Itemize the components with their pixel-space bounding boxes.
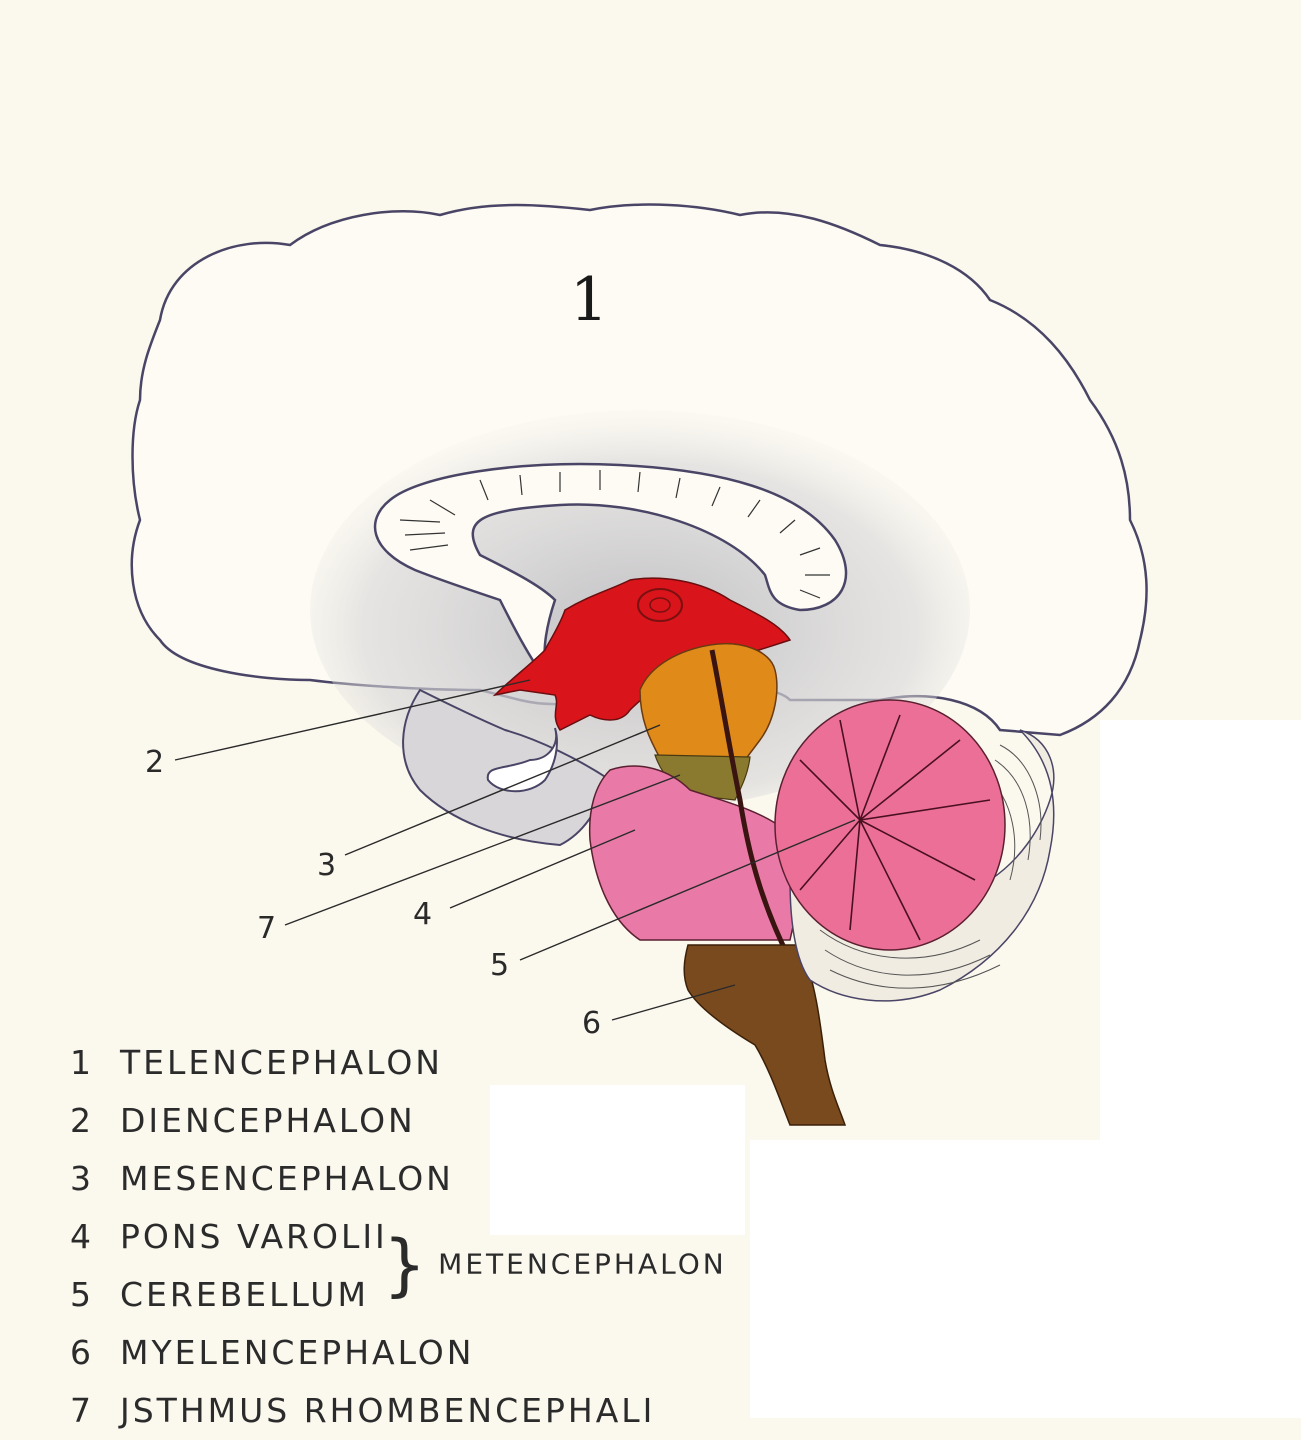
thalamus-marking [637, 588, 683, 622]
telencephalon-number: 1 [570, 265, 608, 335]
metencephalon-group-label: } METENCEPHALON [383, 1226, 727, 1305]
callosum-fibers [399, 470, 830, 599]
callout-number-cerebellum: 5 [490, 948, 509, 983]
callout-number-diencephalon: 2 [145, 745, 164, 780]
callout-number-isthmus: 7 [257, 911, 276, 946]
mesencephalon-shape [639, 643, 778, 761]
paper-patch [490, 1085, 745, 1235]
brace-icon: } [383, 1226, 427, 1305]
callout-number-pons: 4 [413, 897, 432, 932]
paper-patch [1100, 720, 1301, 1140]
paper-patch [750, 1140, 1301, 1418]
leader-lines [174, 679, 856, 1021]
callout-number-myelencephalon: 6 [582, 1006, 601, 1041]
myelencephalon-shape [683, 944, 847, 1126]
isthmus-shape [654, 754, 751, 801]
folia-lines [819, 744, 1042, 989]
cerebellum-shape [774, 699, 1006, 951]
corpus-callosum-shape [373, 462, 848, 686]
callout-number-mesencephalon: 3 [317, 848, 336, 883]
arbor-vitae [799, 714, 991, 941]
